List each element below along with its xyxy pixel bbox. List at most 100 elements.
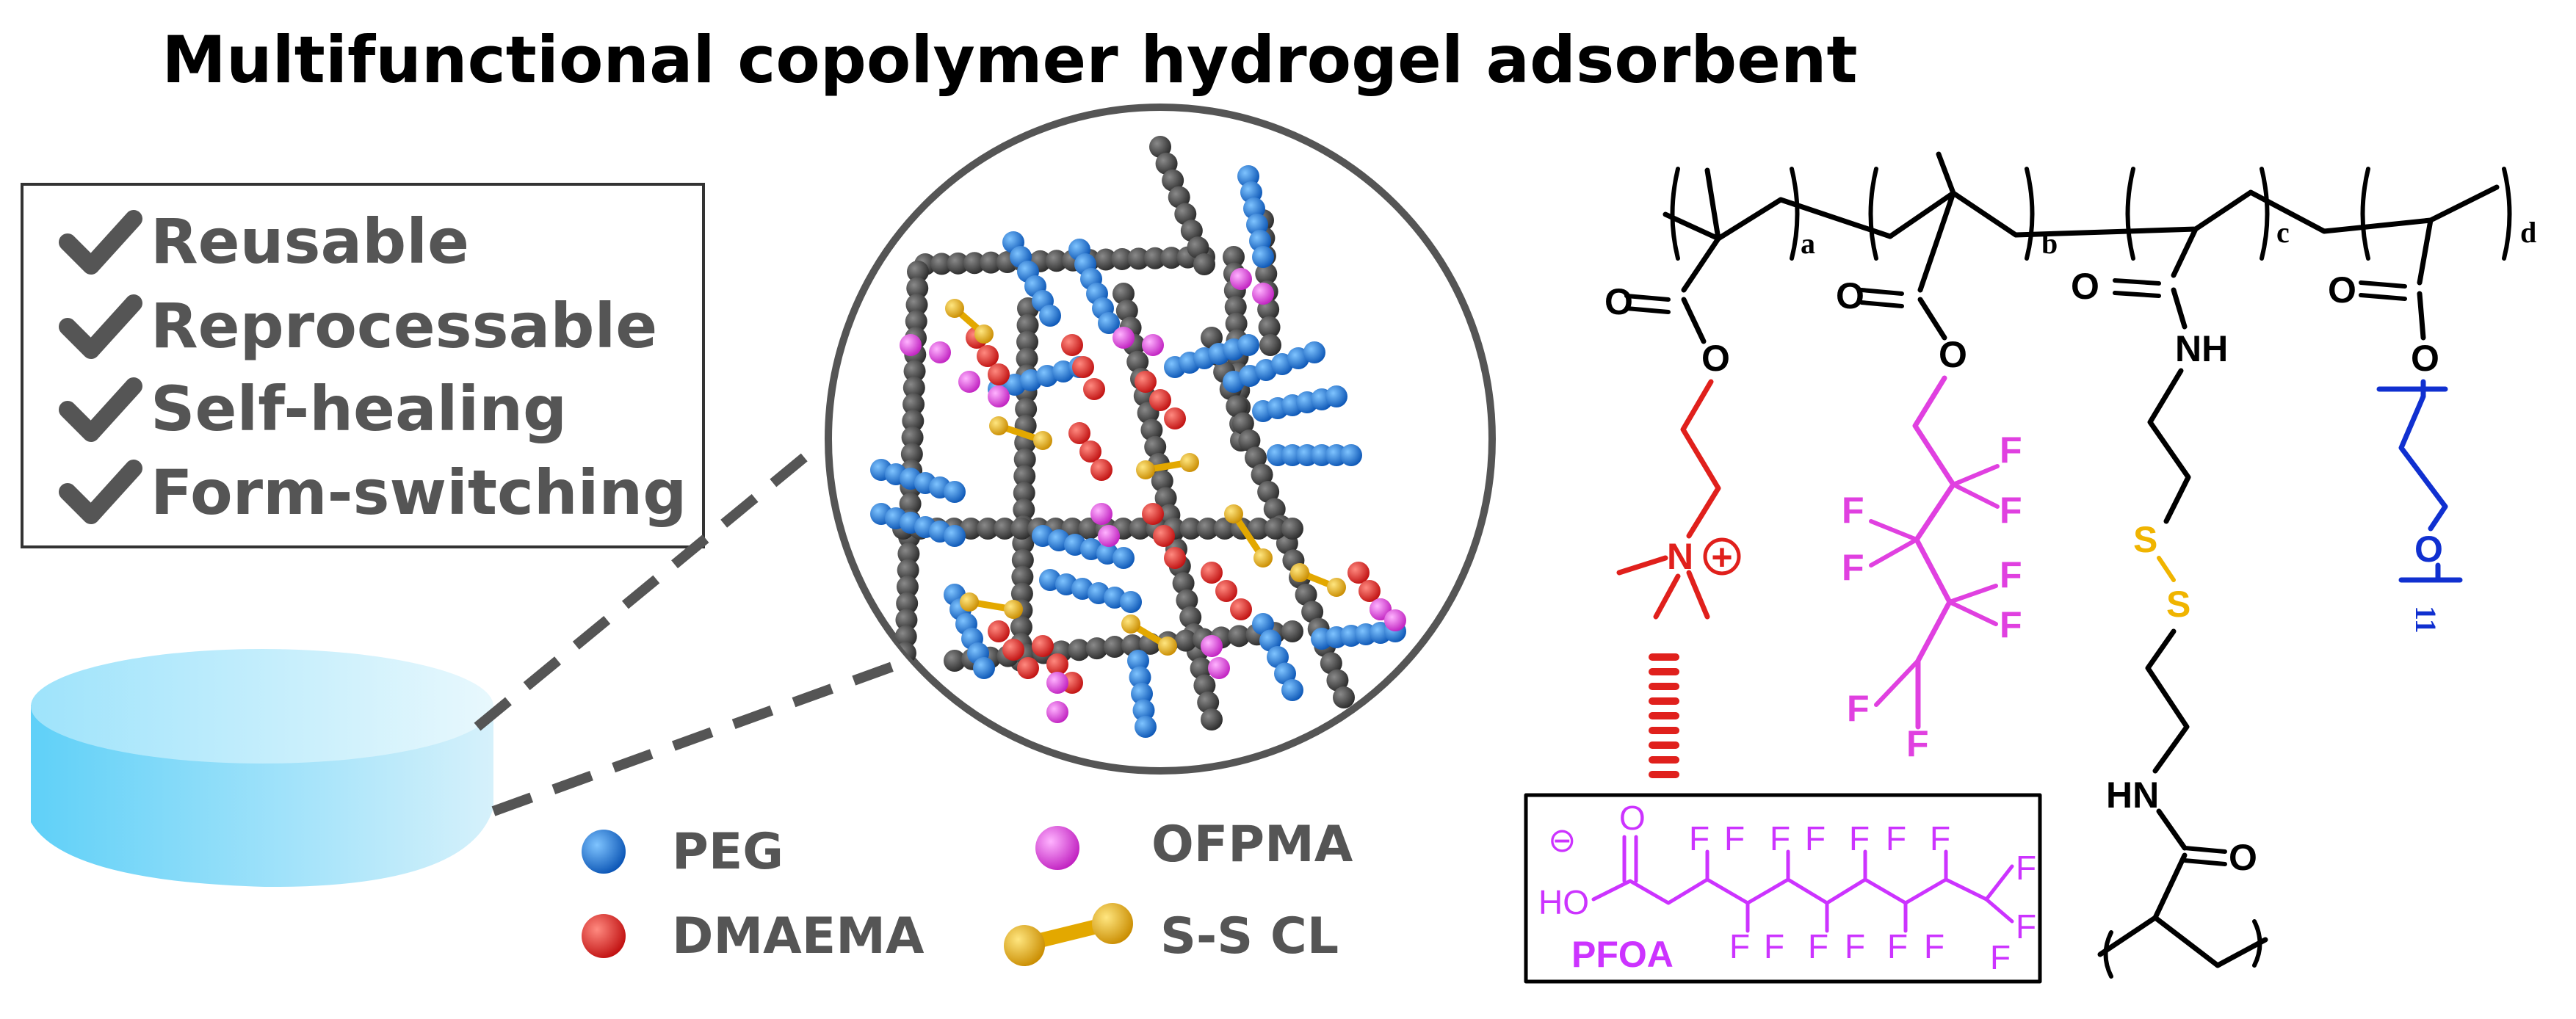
ofpma-bead-icon [1035,826,1079,870]
gray-bead [1238,429,1261,452]
fluorine-atom: F [1930,819,1950,857]
polymer-backbone [1663,184,2500,242]
peg-side-chain: O O O 11 [2328,217,2463,634]
gray-bead [1149,136,1171,158]
gray-bead [1112,283,1135,305]
blue-bead [1129,666,1151,689]
peg-repeat-count: 11 [2409,606,2442,634]
gray-bead [1013,465,1036,487]
gray-bead [906,277,929,300]
gray-bead [1179,606,1202,628]
gold-bead [1253,548,1273,567]
gray-bead [1224,296,1247,319]
blue-bead [1135,716,1157,738]
red-bead [1083,378,1105,400]
gray-bead [1127,247,1150,270]
gray-bead [994,518,1016,540]
blue-bead [1340,444,1362,466]
dmaema-bead-icon [582,914,626,958]
gray-bead [1126,350,1149,373]
pink-bead [958,371,980,393]
fluorine-atom: F [1924,927,1944,965]
polymer-network [870,136,1406,738]
gray-bead [1143,247,1166,269]
gray-bead [893,675,916,697]
feature-item-reprocessable: Reprocessable [59,290,657,362]
gray-bead [947,252,969,275]
gray-bead [1245,446,1267,469]
blue-bead [1131,683,1153,705]
blue-bead [973,657,995,679]
red-bead [977,345,999,367]
gray-bead [1016,330,1039,353]
fluorine-atom: F [2000,429,2022,471]
gold-bead [1224,504,1243,523]
gray-bead [1179,518,1202,540]
subscript-a: a [1801,227,1815,260]
checkmark-icon [59,210,142,275]
gray-bead [1320,652,1342,675]
feature-box: Reusable Reprocessable Self-healing Form… [21,183,705,548]
blue-bead [1274,662,1296,685]
gray-bead [1225,312,1248,335]
fluorine-atom: F [2000,554,2022,595]
gray-bead [1010,616,1032,639]
gray-bead [897,559,919,581]
amide-nh: NH [2175,328,2228,369]
gray-bead [930,253,953,275]
gray-bead [1223,246,1245,268]
gray-bead [1259,334,1281,356]
fluorine-atom: F [1842,547,1864,588]
gray-bead [963,252,986,275]
legend-item-ofpma: OFPMA [1035,816,1353,874]
gray-bead [903,360,926,382]
feature-label: Self-healing [151,373,567,445]
gray-bead [905,310,927,333]
gray-bead [902,377,925,399]
fluorine-atom: F [1764,927,1784,965]
fluorine-atom: F [1990,938,2011,976]
gray-bead [1251,463,1273,486]
carbonyl-oxygen: O [2328,269,2356,311]
gray-bead [1264,518,1287,540]
fluorine-atom: F [2000,490,2022,531]
blue-bead [1252,613,1274,635]
gray-bead [1301,601,1324,623]
plus-charge-icon [1703,537,1741,576]
gray-bead [1013,448,1036,471]
blue-bead [1127,650,1149,672]
copolymer-structure: a b c d O O N + [1524,151,2536,984]
gray-bead [1263,498,1286,521]
gray-bead [1333,686,1355,708]
gray-bead [892,692,915,714]
fluorine-atom: F [1847,688,1870,729]
red-bead [1135,371,1157,393]
zoom-line-lower [491,648,931,816]
fluorine-atom: F [1724,819,1745,857]
red-bead [988,620,1010,642]
gray-bead [1010,582,1033,605]
blue-bead [1259,629,1281,652]
feature-label: Reprocessable [151,290,657,362]
pink-bead [1252,283,1274,305]
gray-bead [1155,152,1178,175]
red-bead [1149,389,1171,411]
amide-hn: HN [2106,775,2159,816]
gray-bead [1258,316,1281,338]
gray-bead [1201,708,1223,730]
sulfur-atom: S [2133,519,2157,560]
blue-bead [1281,679,1303,701]
fluorine-atom: F [1808,927,1828,965]
red-bead [1068,422,1090,444]
gray-bead [1015,398,1038,421]
gray-bead [1045,250,1068,272]
red-bead [1072,356,1094,378]
repeat-brackets [1670,167,2512,261]
gray-bead [1013,498,1035,521]
feature-label: Reusable [151,206,469,278]
checkmark-icon [59,460,142,524]
pfoa-hydroxyl: HO [1538,883,1589,921]
red-bead [1142,503,1164,525]
gray-bead [1160,247,1183,269]
